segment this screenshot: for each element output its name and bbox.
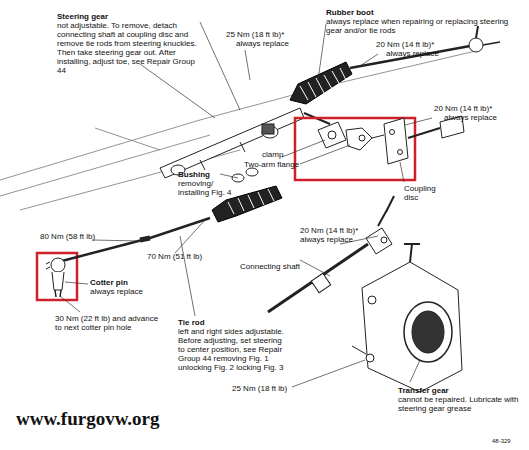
note-text: always replace	[386, 49, 439, 58]
part-name: Two-arm flange	[244, 160, 299, 169]
torque-value: 30 Nm (22 ft lb) and advance to next cot…	[55, 314, 167, 332]
note-text: always replace	[90, 287, 143, 296]
torque-value: 20 Nm (14 ft lb)*	[300, 226, 358, 235]
torque-value: 25 Nm (18 ft lb)	[232, 384, 287, 393]
part-name: Tie rod	[178, 318, 205, 327]
part-name: Bushing	[178, 170, 210, 179]
note-text: cannot be repaired. Lubricate with steer…	[398, 395, 520, 413]
torque-value: 70 Nm (51 ft lb)	[147, 252, 202, 261]
torque-value: 80 Nm (58 ft lb)	[40, 232, 95, 241]
part-name: Connecting shaft	[240, 262, 300, 271]
note-text: always replace when repairing or replaci…	[326, 17, 516, 35]
note-text: always replace	[300, 235, 353, 244]
part-name: Transfer gear	[398, 386, 449, 395]
part-name: Steering gear	[57, 12, 108, 21]
note-text: not adjustable. To remove, detach connec…	[57, 21, 197, 75]
part-name: Rubber boot	[326, 8, 374, 17]
part-name: clamp	[262, 150, 283, 159]
note-text: left and right sides adjustable. Before …	[178, 327, 290, 372]
torque-value: 20 Nm (14 ft lb)*	[434, 104, 492, 113]
part-name: Cotter pin	[90, 278, 128, 287]
figure-number: 48-329	[492, 438, 511, 445]
note-text: removing/ installing Fig. 4	[178, 179, 236, 197]
note-text: always replace	[444, 113, 497, 122]
watermark: www.furgovw.org	[16, 408, 160, 430]
part-name: Coupling disc	[404, 184, 444, 202]
note-text: always replace	[236, 39, 289, 48]
torque-value: 25 Nm (18 ft lb)*	[226, 30, 284, 39]
torque-value: 20 Nm (14 ft lb)*	[376, 40, 434, 49]
